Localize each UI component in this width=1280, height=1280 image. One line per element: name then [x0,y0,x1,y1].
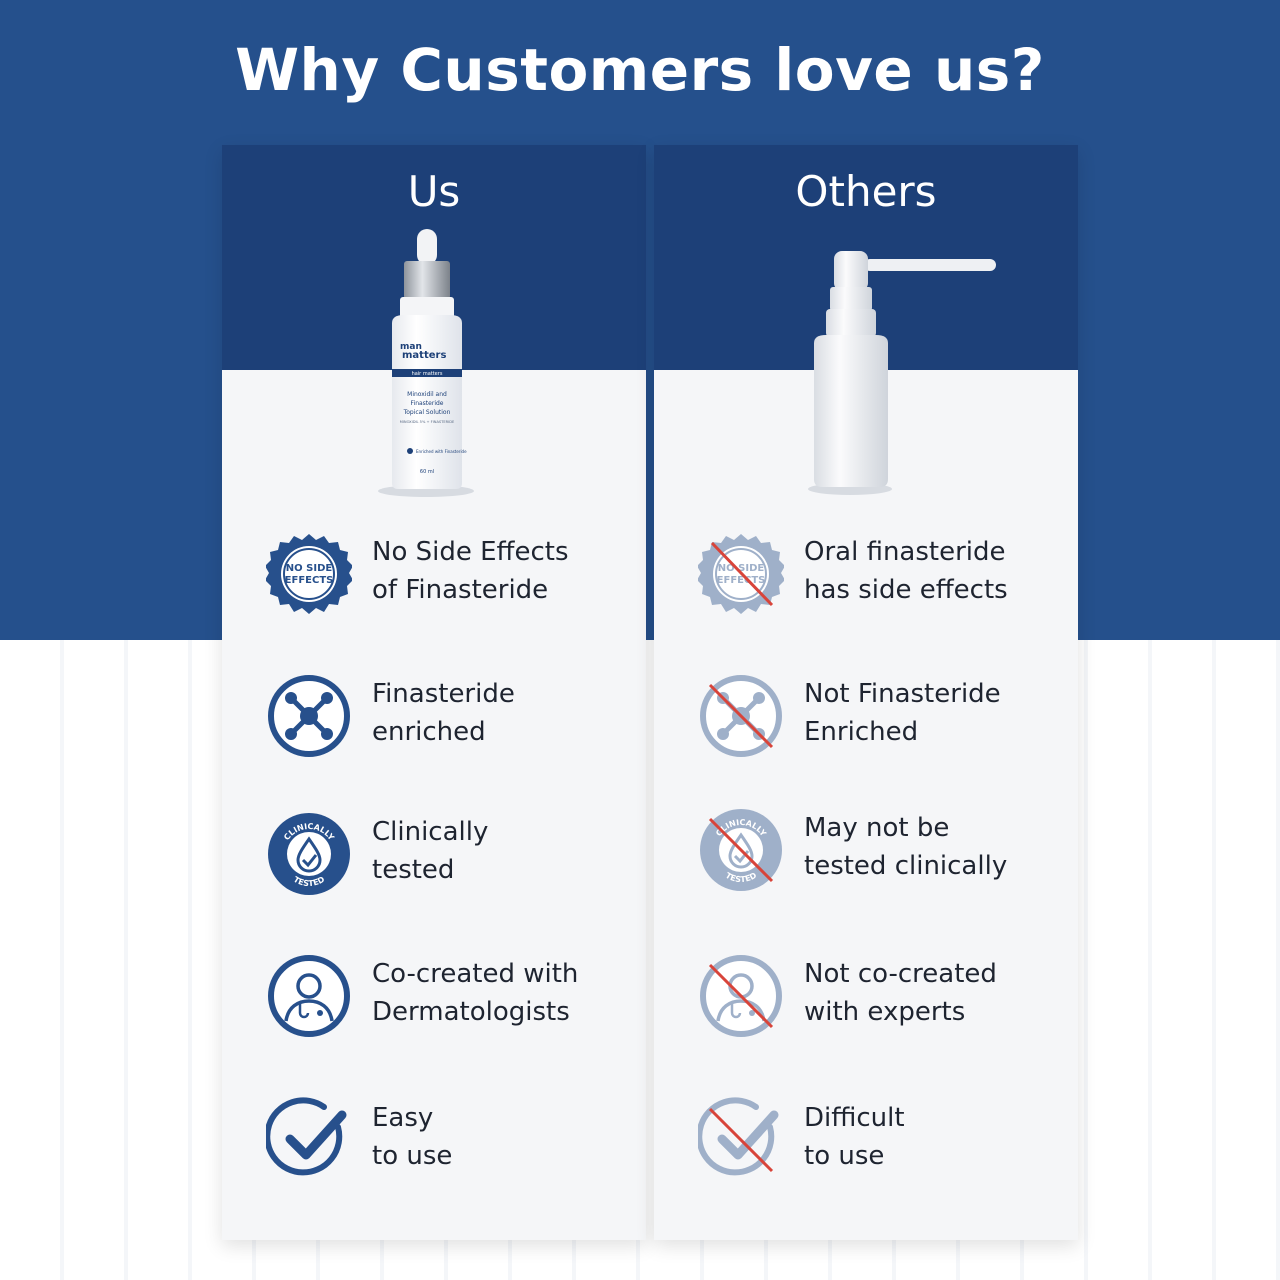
us-row-dermatologists: Co-created with Dermatologists [222,945,646,1045]
crossed-molecule-icon [698,673,784,759]
us-row-clinically-tested: CLINICALLY TESTED Clinically tested [222,803,646,903]
label-feature: Enriched with Finasteride [416,449,467,454]
crossed-clinically-tested-icon: CLINICALLY TESTED [698,807,784,893]
label-desc2: Finasteride [411,400,444,407]
us-row-easy-to-use: Easy to use [222,1089,646,1189]
us-row-text: Co-created with Dermatologists [372,959,579,1027]
molecule-icon [266,673,352,759]
column-others: Others NO SIDE [654,145,1078,1240]
column-us: Us man matters [222,145,646,1240]
us-row-text: Clinically tested [372,817,489,885]
others-row-difficult: Difficult to use [654,1089,1078,1189]
crossed-checkmark-icon [698,1097,784,1183]
label-brand-line1: man [400,342,422,352]
us-row-text: No Side Effects of Finasteride [372,537,569,605]
others-row-not-tested: CLINICALLY TESTED May not be tested clin… [654,799,1078,899]
us-row-text: Finasteride enriched [372,679,515,747]
svg-text:NO SIDE: NO SIDE [286,563,333,574]
page-title: Why Customers love us? [235,36,1045,104]
others-row-text: Difficult to use [804,1103,905,1171]
crossed-doctor-icon [698,953,784,1039]
label-desc4: MINOXIDIL 5% + FINASTERIDE [400,420,455,424]
others-row-text: May not be tested clinically [804,813,1008,881]
crossed-no-side-effects-badge-icon: NO SIDE EFFECTS [698,531,784,617]
product-image-others [654,225,1078,505]
column-us-title: Us [407,167,461,216]
svg-text:TESTED: TESTED [724,871,759,885]
column-others-title: Others [795,167,937,216]
clinically-tested-icon: CLINICALLY TESTED [266,811,352,897]
label-band: hair matters [412,371,443,377]
label-desc3: Topical Solution [403,409,451,416]
label-brand-line2: matters [402,350,446,361]
others-row-side-effects: NO SIDE EFFECTS Oral finasteride has sid… [654,523,1078,623]
product-image-us: man matters hair matters Minoxidil and F… [222,225,646,505]
others-row-no-experts: Not co-created with experts [654,945,1078,1045]
svg-text:EFFECTS: EFFECTS [717,575,766,586]
svg-text:EFFECTS: EFFECTS [285,575,334,586]
doctor-icon [266,953,352,1039]
label-volume: 60 ml [420,469,434,475]
label-desc1: Minoxidil and [407,391,447,398]
others-row-text: Not co-created with experts [804,959,997,1027]
others-row-text: Not Finasteride Enriched [804,679,1001,747]
checkmark-icon [266,1097,352,1183]
spray-bottle-icon [808,251,996,495]
svg-text:NO SIDE: NO SIDE [718,563,765,574]
us-row-finasteride-enriched: Finasteride enriched [222,665,646,765]
svg-text:TESTED: TESTED [292,875,327,889]
no-side-effects-badge-icon: NO SIDE EFFECTS [266,531,352,617]
us-row-text: Easy to use [372,1103,453,1171]
dropper-bottle-icon: man matters hair matters Minoxidil and F… [378,229,474,497]
others-row-text: Oral finasteride has side effects [804,537,1008,605]
others-row-not-enriched: Not Finasteride Enriched [654,665,1078,765]
us-row-no-side-effects: NO SIDE EFFECTS No Side Effects of Finas… [222,523,646,623]
